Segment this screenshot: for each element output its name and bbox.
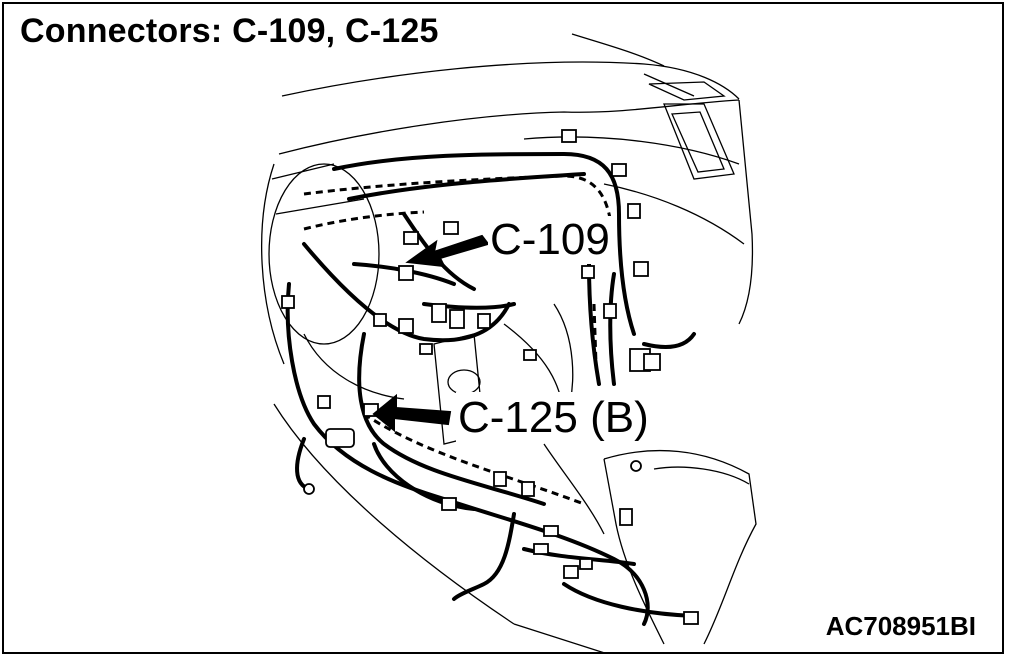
callout-bg-c109	[488, 216, 614, 264]
callout-label-c125: C-125 (B)	[458, 393, 649, 442]
callout-label-c109: C-109	[490, 215, 610, 264]
connector-blocks	[281, 129, 699, 625]
dashboard-harness-illustration: C-109 C-125 (B)	[261, 33, 757, 652]
dashboard-outline	[261, 33, 757, 652]
figure-id: AC708951BI	[823, 611, 978, 642]
callout-arrow-c125	[372, 393, 452, 433]
page-title: Connectors: C-109, C-125	[16, 12, 443, 50]
callout-bg-c125	[456, 392, 652, 442]
callout-arrow-c109	[405, 234, 490, 268]
diagram-frame: C-109 C-125 (B) Connectors: C-109, C-125…	[2, 2, 1004, 654]
harness-dashed	[303, 174, 614, 506]
